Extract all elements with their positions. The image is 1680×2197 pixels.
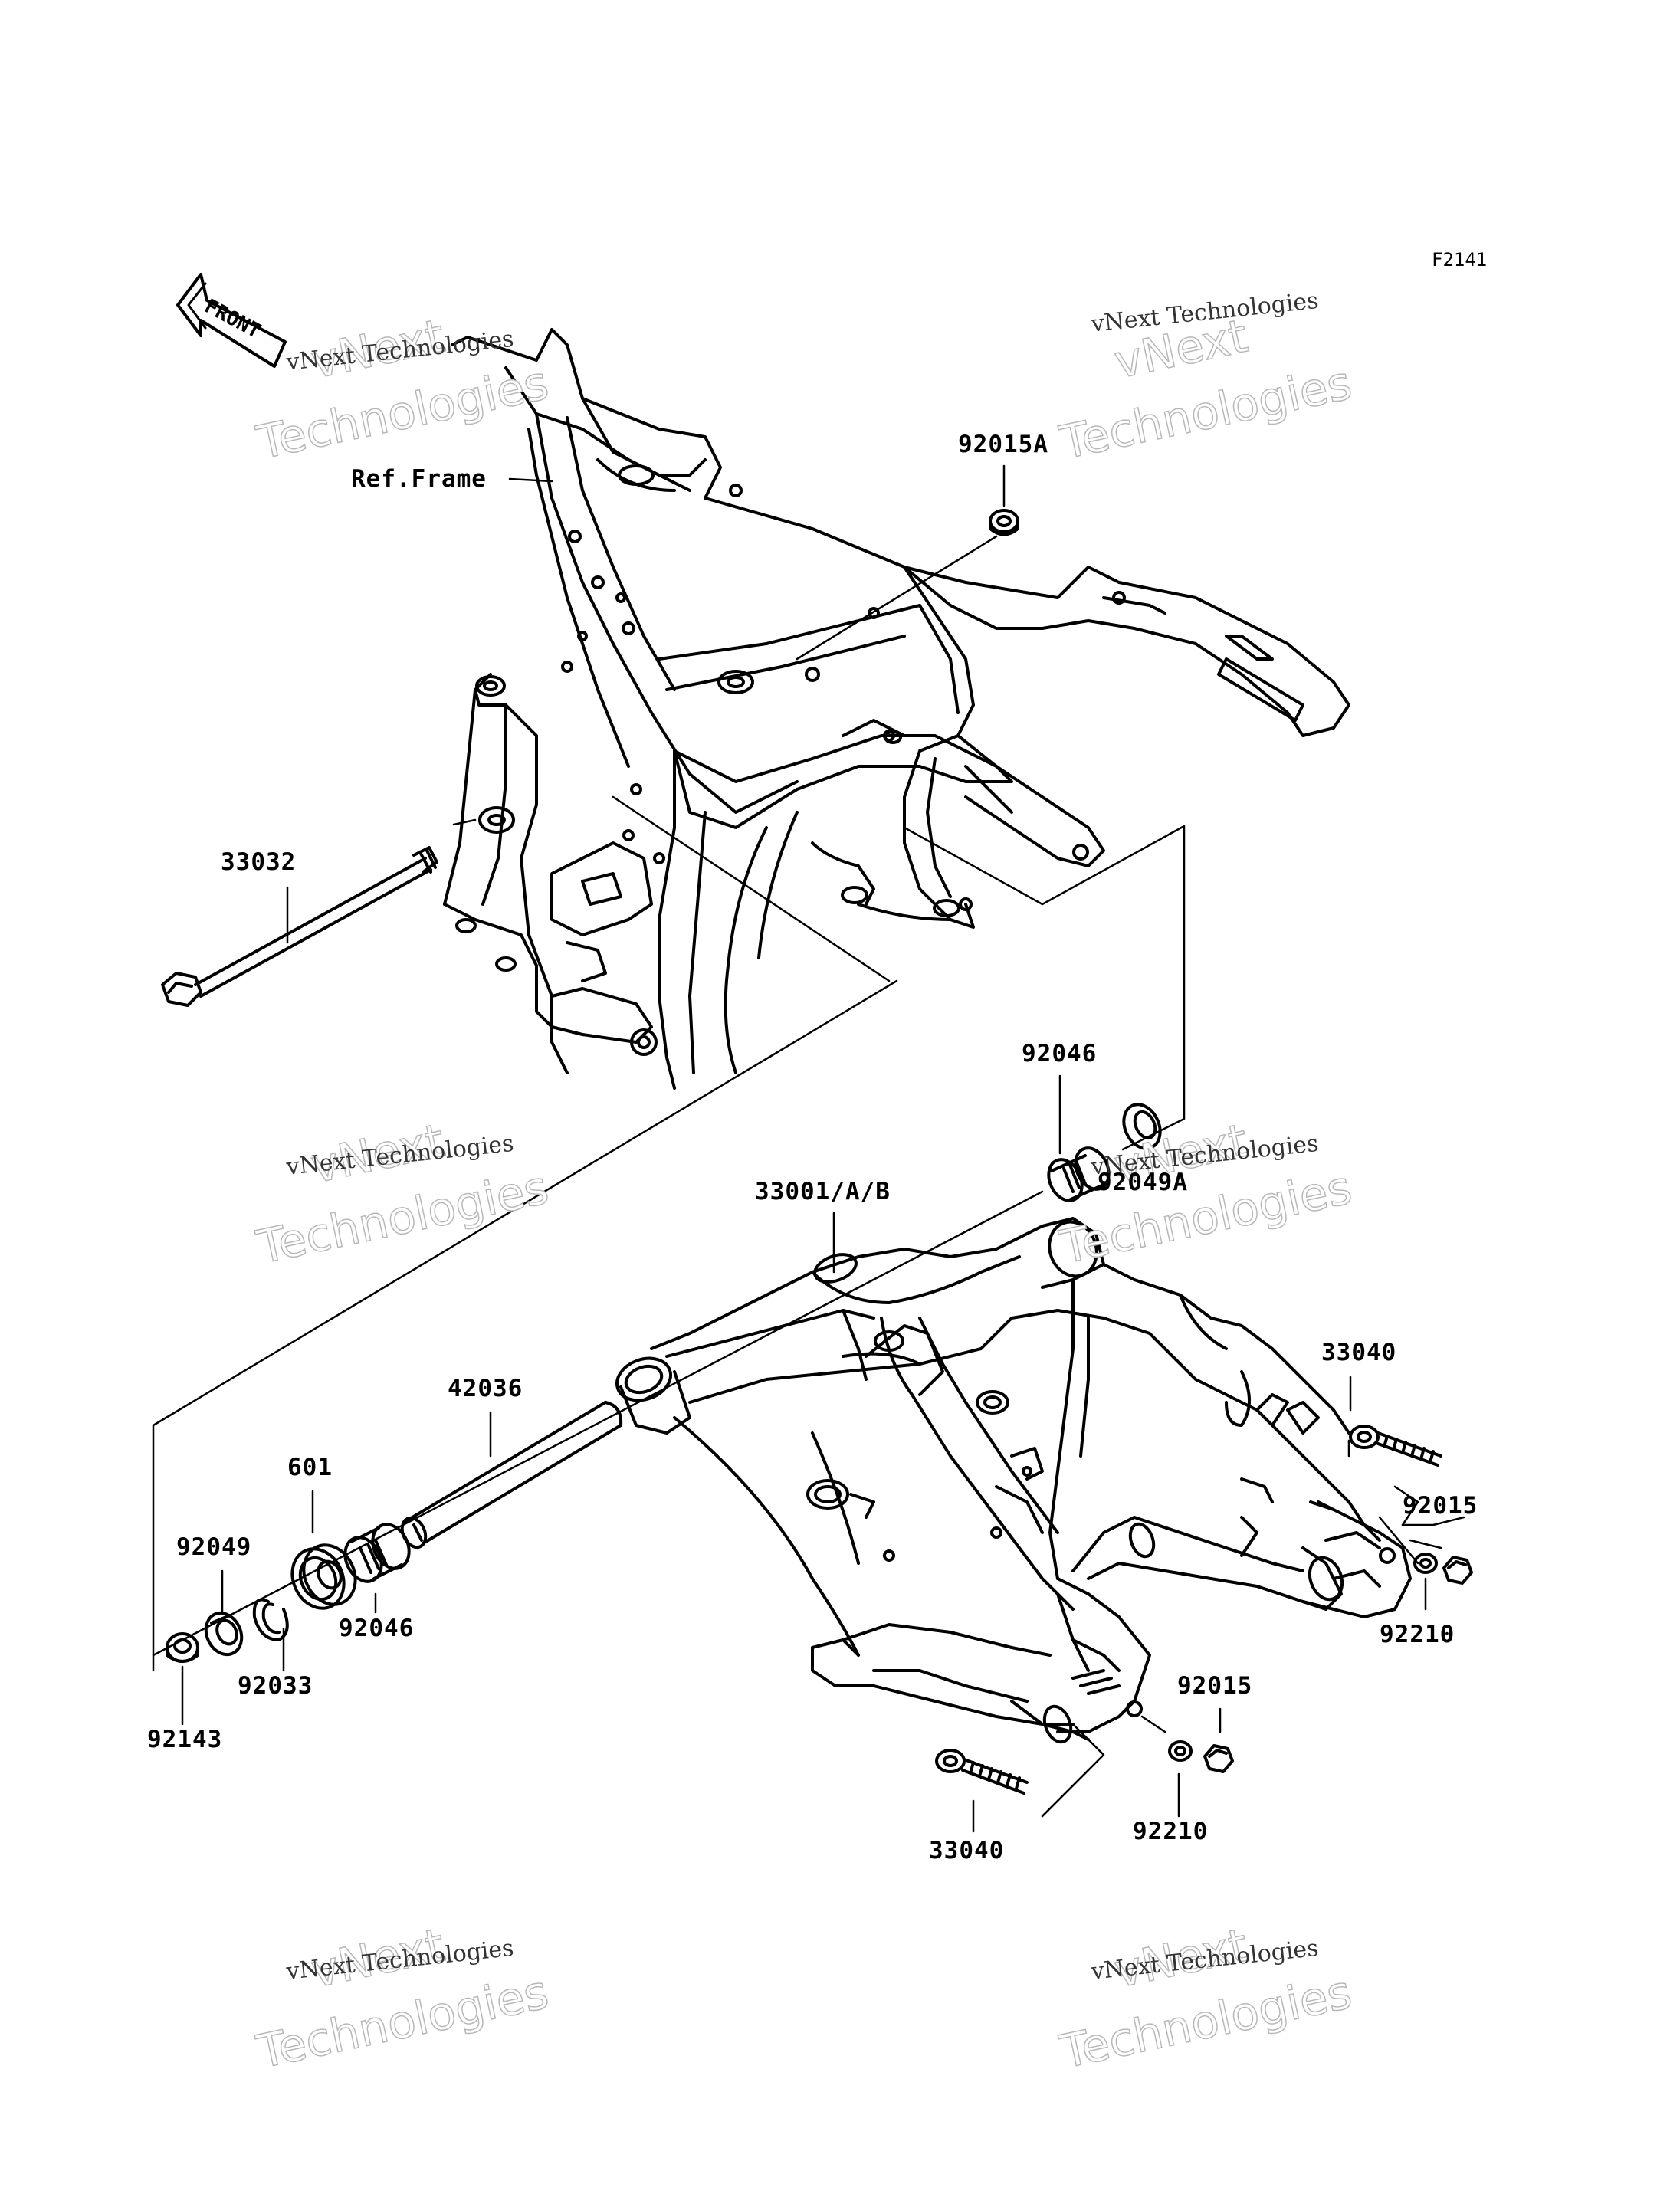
nut-92015-bottom [1203,1744,1234,1773]
part-label-92046-top: 92046 [1022,1040,1098,1067]
part-label-92015-bottom: 92015 [1177,1672,1253,1700]
needle-bearing-92046-bottom [343,1523,411,1583]
part-label-92015-right: 92015 [1403,1492,1478,1520]
part-label-33032: 33032 [221,848,297,876]
adjuster-bolt-33040-bottom [935,1749,1029,1795]
part-label-42036: 42036 [448,1375,523,1402]
seal-92049 [204,1611,244,1657]
swing-arm-drawing [615,1217,1412,1744]
needle-bearing-92046-top [1047,1146,1111,1202]
spacer-tube-42036 [400,1401,623,1549]
nut-92015-right [1442,1556,1473,1585]
frame-drawing [443,328,1350,1090]
adjuster-bolt-33040-right [1349,1425,1442,1467]
part-label-92143: 92143 [147,1726,223,1753]
part-label-92046-bottom: 92046 [339,1615,415,1642]
axle-bolt-33032 [161,846,438,1007]
part-label-92210-right: 92210 [1380,1621,1455,1648]
ball-bearing-601 [290,1543,357,1610]
part-label-92015A: 92015A [958,431,1048,458]
front-arrow-icon [176,273,287,368]
leader-lines-bottom [181,1376,1465,1833]
part-label-92049: 92049 [176,1533,252,1561]
part-label-33040-bottom: 33040 [929,1837,1005,1864]
collar-92143 [166,1632,199,1663]
part-label-33040-right: 33040 [1321,1339,1397,1366]
reference-frame-label: Ref.Frame [351,465,487,493]
figure-code: F2141 [1432,249,1488,271]
part-label-92210-bottom: 92210 [1133,1818,1209,1845]
part-label-92049A: 92049A [1098,1169,1188,1196]
seal-92049A [1122,1103,1162,1150]
part-label-33001: 33001/A/B [755,1178,891,1205]
circlip-92033 [252,1598,289,1641]
part-label-92033: 92033 [238,1672,313,1700]
washer-92210-right [1413,1553,1438,1574]
part-label-601: 601 [287,1454,333,1481]
washer-92210-bottom [1168,1740,1193,1762]
nut-92015A [989,509,1019,536]
